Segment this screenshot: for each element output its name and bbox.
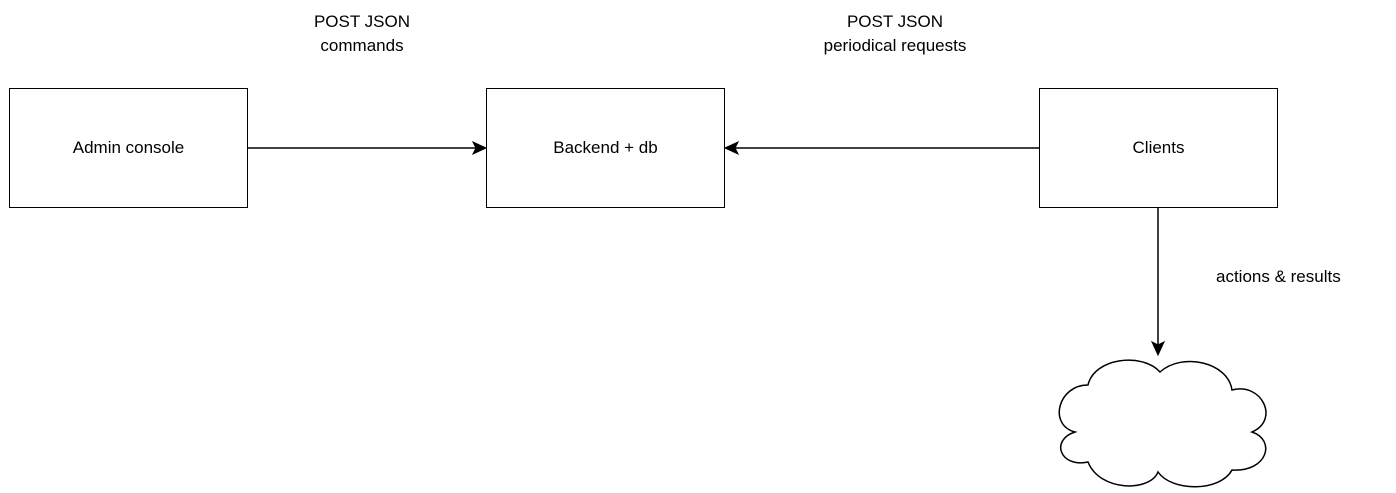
edge-label-commands-line2: commands [320, 36, 404, 55]
arrowhead-clients-to-backend [723, 140, 740, 156]
edge-label-commands-line1: POST JSON [313, 12, 411, 31]
arrowhead-clients-to-cloud [1150, 340, 1166, 357]
edge-label-periodical-requests: POST JSON periodical requests [790, 10, 1000, 58]
edge-label-commands: POST JSON commands [262, 10, 462, 58]
edge-label-periodical-line2: periodical requests [823, 36, 967, 55]
edge-label-actions-text: actions & results [1216, 267, 1341, 286]
admin-console-node: Admin console [9, 88, 248, 208]
arrowhead-admin-to-backend [471, 140, 488, 156]
cloud-shape [1058, 359, 1267, 488]
edge-label-actions-results: actions & results [1216, 265, 1341, 289]
backend-db-label: Backend + db [553, 138, 658, 157]
admin-console-label: Admin console [72, 138, 185, 157]
edge-label-periodical-line1: POST JSON [846, 12, 944, 31]
backend-db-node: Backend + db [486, 88, 725, 208]
clients-label: Clients [1132, 138, 1185, 157]
clients-node: Clients [1039, 88, 1278, 208]
